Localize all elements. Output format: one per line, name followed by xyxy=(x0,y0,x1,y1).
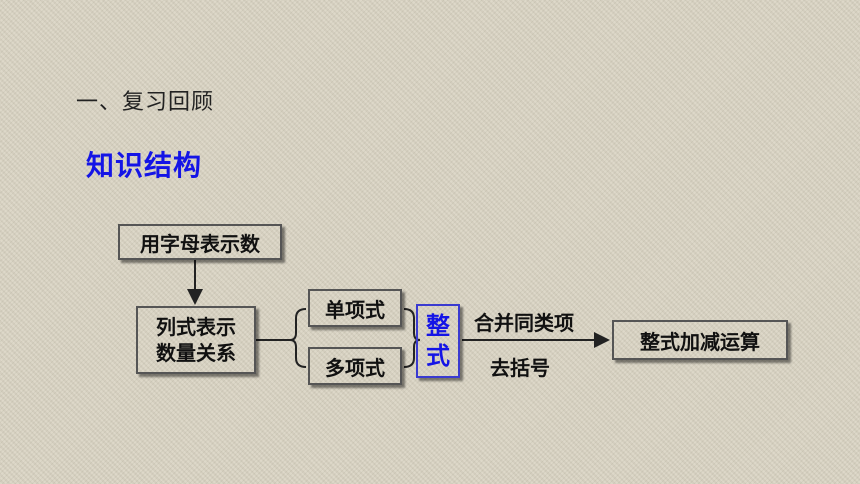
right-brace xyxy=(403,308,421,368)
node-zhengshi: 整 式 xyxy=(416,304,460,378)
node-zhengshi-char-1: 整 xyxy=(426,312,450,340)
node-expr-line-2: 数量关系 xyxy=(156,341,236,365)
node-polynomial: 多项式 xyxy=(308,347,402,385)
edge-label-merge-like-terms: 合并同类项 xyxy=(474,311,574,335)
node-express-quantity-relations: 列式表示 数量关系 xyxy=(136,306,256,374)
node-letters-represent-numbers: 用字母表示数 xyxy=(118,224,282,260)
knowledge-structure-heading: 知识结构 xyxy=(86,149,203,182)
node-polynomial-add-subtract: 整式加减运算 xyxy=(612,320,788,360)
left-brace xyxy=(289,308,307,368)
node-monomial: 单项式 xyxy=(308,289,402,327)
node-zhengshi-char-2: 式 xyxy=(426,342,450,370)
edge-label-remove-brackets: 去括号 xyxy=(490,356,550,380)
node-expr-line-1: 列式表示 xyxy=(156,315,236,339)
section-title: 一、复习回顾 xyxy=(76,90,215,115)
